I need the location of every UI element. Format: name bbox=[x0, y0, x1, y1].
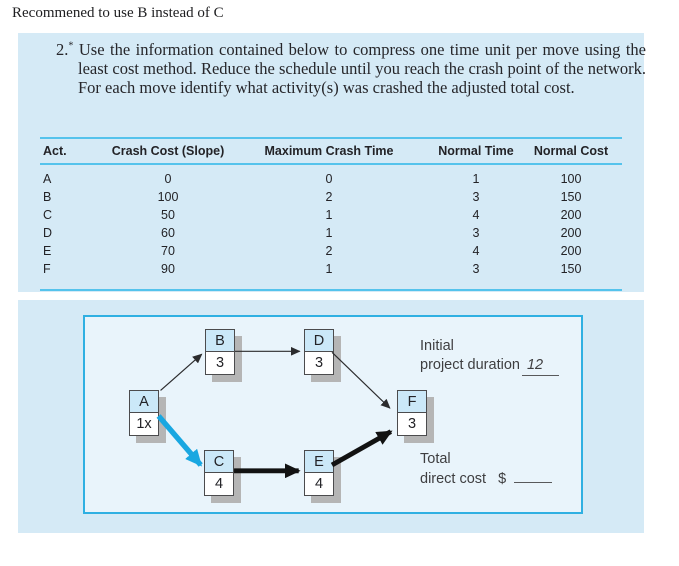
table-cell: F bbox=[43, 262, 51, 276]
table-cell: 1 bbox=[472, 172, 480, 186]
node-label: F bbox=[398, 391, 426, 413]
table-header-row: Act. Crash Cost (Slope) Maximum Crash Ti… bbox=[40, 143, 622, 160]
cost-blank-line bbox=[514, 469, 553, 483]
total-cost-annotation: Total direct cost$ bbox=[420, 450, 553, 489]
node-label: C bbox=[205, 451, 233, 473]
duration-fill-in-value: 12 bbox=[521, 356, 560, 376]
table-row: A 0 0 1 100 bbox=[40, 170, 622, 188]
node-label: B bbox=[206, 330, 234, 352]
problem-statement: 2.* Use the information contained below … bbox=[56, 40, 647, 97]
table-cell: 0 bbox=[325, 172, 333, 186]
table-cell: 1 bbox=[325, 226, 333, 240]
table-rule-header bbox=[40, 163, 622, 165]
node-duration: 4 bbox=[305, 473, 333, 495]
asterisk-superscript: * bbox=[68, 40, 74, 52]
cost-label-line2: direct cost$ bbox=[420, 469, 553, 489]
table-cell: C bbox=[43, 208, 53, 222]
node-duration: 4 bbox=[205, 473, 233, 495]
table-cell: 3 bbox=[472, 262, 480, 276]
table-cell: D bbox=[43, 226, 53, 240]
table-cell: 200 bbox=[560, 208, 582, 222]
cost-label-line1: Total bbox=[420, 451, 451, 467]
dollar-sign: $ bbox=[498, 471, 507, 487]
table-cell: 200 bbox=[560, 226, 582, 240]
table-rule-top bbox=[40, 137, 622, 139]
table-cell: 60 bbox=[161, 226, 175, 240]
table-cell: 150 bbox=[560, 262, 582, 276]
col-header-normal-time: Normal Time bbox=[438, 144, 514, 158]
table-row: C 50 1 4 200 bbox=[40, 206, 622, 224]
table-cell: 3 bbox=[472, 226, 480, 240]
table-cell: 90 bbox=[161, 262, 175, 276]
table-cell: 1 bbox=[325, 208, 333, 222]
table-cell: 3 bbox=[472, 190, 480, 204]
node-label: E bbox=[305, 451, 333, 473]
problem-number: 2.* bbox=[56, 40, 74, 59]
problem-text: Use the information contained below to c… bbox=[78, 40, 647, 97]
table-cell: 70 bbox=[161, 244, 175, 258]
node-duration: 1x bbox=[130, 413, 158, 435]
table-cell: E bbox=[43, 244, 52, 258]
table-cell: A bbox=[43, 172, 52, 186]
col-header-act: Act. bbox=[43, 144, 67, 158]
table-cell: 50 bbox=[161, 208, 175, 222]
node-duration: 3 bbox=[398, 413, 426, 435]
annotation-note: Recommened to use B instead of C bbox=[12, 5, 224, 21]
table-row: B 100 2 3 150 bbox=[40, 188, 622, 206]
table-cell: B bbox=[43, 190, 52, 204]
node-label: A bbox=[130, 391, 158, 413]
table-cell: 2 bbox=[325, 190, 333, 204]
table-cell: 0 bbox=[164, 172, 172, 186]
table-cell: 4 bbox=[472, 208, 480, 222]
node-duration: 3 bbox=[305, 352, 333, 374]
node-label: D bbox=[305, 330, 333, 352]
table-cell: 100 bbox=[560, 172, 582, 186]
node-duration: 3 bbox=[206, 352, 234, 374]
table-cell: 1 bbox=[325, 262, 333, 276]
col-header-normal-cost: Normal Cost bbox=[533, 144, 609, 158]
table-rule-bottom bbox=[40, 289, 622, 291]
table-row: E 70 2 4 200 bbox=[40, 242, 622, 260]
table-cell: 2 bbox=[325, 244, 333, 258]
col-header-max-crash-time: Maximum Crash Time bbox=[264, 144, 394, 158]
table-row: F 90 1 3 150 bbox=[40, 260, 622, 278]
duration-label-line1: Initial bbox=[420, 338, 454, 354]
col-header-crash-cost: Crash Cost (Slope) bbox=[111, 144, 225, 158]
crash-cost-table: Act. Crash Cost (Slope) Maximum Crash Ti… bbox=[40, 137, 622, 291]
problem-panel: 2.* Use the information contained below … bbox=[18, 33, 647, 292]
table-cell: 200 bbox=[560, 244, 582, 258]
table-cell: 4 bbox=[472, 244, 480, 258]
table-cell: 100 bbox=[157, 190, 179, 204]
table-row: D 60 1 3 200 bbox=[40, 224, 622, 242]
table-cell: 150 bbox=[560, 190, 582, 204]
